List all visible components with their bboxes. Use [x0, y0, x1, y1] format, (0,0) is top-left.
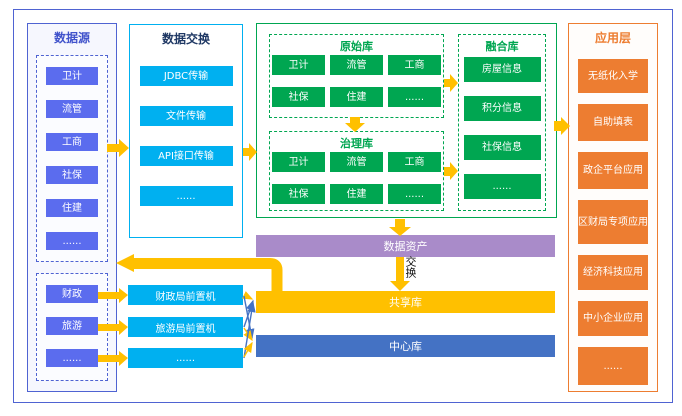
datasource-item: 社保: [46, 166, 98, 184]
library-item: ......: [388, 184, 441, 204]
application-item: 中小企业应用: [578, 301, 648, 336]
datasource-item: ......: [46, 232, 98, 250]
datasource-item: 财政: [46, 285, 98, 303]
governance-library-title: 治理库: [340, 137, 373, 150]
original-library: 原始库 卫计 流管 工商 社保 住建 ......: [269, 34, 444, 118]
fusion-library-title: 融合库: [485, 40, 519, 53]
application-item: 政企平台应用: [578, 152, 648, 189]
library-item: 工商: [388, 55, 441, 75]
datasource-item: 流管: [46, 100, 98, 118]
application-title: 应用层: [594, 31, 631, 45]
datasource-panel: 数据源 卫计 流管 工商 社保 住建 ...... 财政 旅游 ......: [27, 23, 117, 392]
datasource-item: 卫计: [46, 67, 98, 85]
frontend-box: ......: [128, 348, 243, 368]
exchange-item: API接口传输: [139, 146, 233, 166]
datasource-group2: 财政 旅游 ......: [36, 273, 108, 381]
library-item: 社保: [272, 184, 325, 204]
library-item: 住建: [330, 87, 383, 107]
application-item: 区财局专项应用: [578, 200, 648, 244]
datasource-group1: 卫计 流管 工商 社保 住建 ......: [36, 55, 108, 262]
original-library-items: 卫计 流管 工商 社保 住建 ......: [270, 55, 443, 107]
library-item: 卫计: [272, 152, 325, 172]
datasource-item: 工商: [46, 133, 98, 151]
exchange-item: JDBC传输: [139, 66, 233, 86]
fusion-library: 融合库 房屋信息 积分信息 社保信息 ......: [458, 34, 546, 211]
original-library-title: 原始库: [340, 40, 373, 53]
exchange-title: 数据交换: [161, 32, 210, 46]
library-item: 工商: [388, 152, 441, 172]
library-item: ......: [463, 174, 541, 199]
governance-library: 治理库 卫计 流管 工商 社保 住建 ......: [269, 131, 444, 211]
application-items: 无纸化入学 自助填表 政企平台应用 区财局专项应用 经济科技应用 中小企业应用 …: [578, 59, 648, 385]
data-asset-bar: 数据资产: [256, 235, 555, 257]
library-item: ......: [388, 87, 441, 107]
library-item: 住建: [330, 184, 383, 204]
exchange-items: JDBC传输 文件传输 API接口传输 ......: [130, 66, 242, 206]
fusion-library-items: 房屋信息 积分信息 社保信息 ......: [459, 57, 545, 199]
application-item: ......: [578, 347, 648, 385]
library-panel: 原始库 卫计 流管 工商 社保 住建 ...... 治理库 卫计 流管 工商 社…: [256, 23, 557, 218]
library-item: 流管: [330, 55, 383, 75]
application-panel: 应用层 无纸化入学 自助填表 政企平台应用 区财局专项应用 经济科技应用 中小企…: [568, 23, 658, 392]
exchange-item: 文件传输: [139, 106, 233, 126]
library-item: 流管: [330, 152, 383, 172]
exchange-flow-label: 交换: [404, 256, 417, 278]
datasource-item: 旅游: [46, 317, 98, 335]
frontend-box: 财政局前置机: [128, 285, 243, 305]
library-item: 房屋信息: [463, 57, 541, 82]
exchange-panel: 数据交换 JDBC传输 文件传输 API接口传输 ......: [129, 24, 243, 238]
governance-library-items: 卫计 流管 工商 社保 住建 ......: [270, 152, 443, 204]
library-item: 积分信息: [463, 96, 541, 121]
library-item: 社保信息: [463, 135, 541, 160]
application-item: 经济科技应用: [578, 255, 648, 290]
exchange-item: ......: [139, 186, 233, 206]
datasource-item: 住建: [46, 199, 98, 217]
shared-db-bar: 共享库: [256, 291, 555, 313]
datasource-item: ......: [46, 349, 98, 367]
datasource-title: 数据源: [53, 31, 90, 45]
frontend-box: 旅游局前置机: [128, 317, 243, 337]
center-db-bar: 中心库: [256, 335, 555, 357]
library-item: 社保: [272, 87, 325, 107]
library-item: 卫计: [272, 55, 325, 75]
application-item: 自助填表: [578, 104, 648, 141]
application-item: 无纸化入学: [578, 59, 648, 93]
